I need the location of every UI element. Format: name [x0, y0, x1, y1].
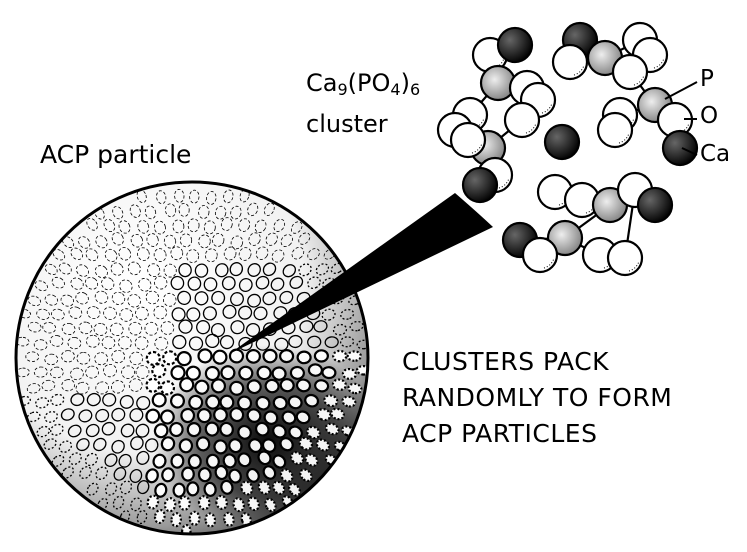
zoom-wedge — [229, 193, 493, 354]
cluster-atoms — [436, 21, 699, 277]
cluster-formula: Ca9(PO4)6 — [306, 69, 421, 99]
caption: CLUSTERS PACK RANDOMLY TO FORM ACP PARTI… — [402, 344, 672, 452]
legend-o-label: O — [700, 103, 719, 129]
sphere-cell-texture — [16, 188, 368, 524]
cluster-formula-label: Ca9(PO4)6 cluster — [306, 66, 420, 141]
legend-p-label: P — [700, 66, 714, 92]
acp-particle-sphere — [14, 180, 370, 536]
acp-particle-label: ACP particle — [40, 140, 192, 169]
caption-line-2: RANDOMLY TO FORM — [402, 383, 673, 412]
legend-leader-lines — [664, 81, 698, 156]
caption-line-1: CLUSTERS PACK — [402, 347, 610, 376]
caption-line-3: ACP PARTICLES — [402, 419, 598, 448]
legend-ca-label: Ca — [700, 141, 731, 167]
cluster-word: cluster — [306, 110, 388, 138]
